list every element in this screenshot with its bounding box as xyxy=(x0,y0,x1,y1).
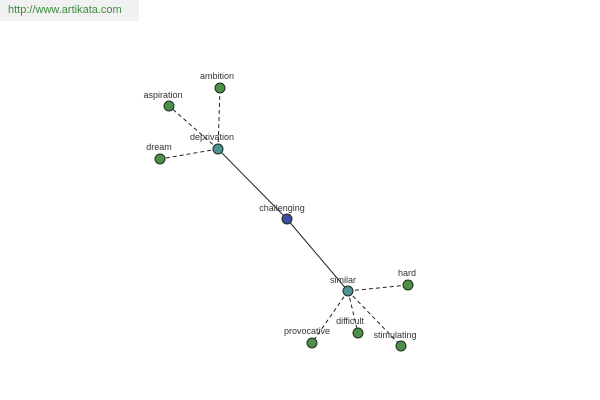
node-ambition[interactable]: ambition xyxy=(200,71,234,94)
node-label-difficult[interactable]: difficult xyxy=(336,316,364,326)
node-similar[interactable]: similar xyxy=(330,275,356,297)
node-marker-ambition[interactable] xyxy=(214,82,226,94)
node-label-aspiration[interactable]: aspiration xyxy=(143,90,182,100)
edge-similar-stimulating xyxy=(347,290,402,347)
node-marker-hard[interactable] xyxy=(402,279,414,291)
node-hard[interactable]: hard xyxy=(398,268,416,291)
node-marker-aspiration[interactable] xyxy=(163,100,175,112)
node-provocative[interactable]: provocative xyxy=(284,326,330,349)
node-marker-deprivation[interactable] xyxy=(212,143,224,155)
node-marker-stimulating[interactable] xyxy=(395,340,407,352)
edge-deprivation-aspiration xyxy=(168,105,219,150)
edge-deprivation-dream xyxy=(159,148,219,160)
node-label-deprivation[interactable]: deprivation xyxy=(190,132,234,142)
node-marker-dream[interactable] xyxy=(154,153,166,165)
edge-similar-provocative xyxy=(311,290,349,344)
node-marker-provocative[interactable] xyxy=(306,337,318,349)
node-aspiration[interactable]: aspiration xyxy=(143,90,183,112)
node-difficult[interactable]: difficult xyxy=(336,316,364,339)
node-dream[interactable]: dream xyxy=(146,142,172,165)
node-label-ambition[interactable]: ambition xyxy=(200,71,234,81)
node-marker-similar[interactable] xyxy=(342,285,354,297)
node-label-provocative[interactable]: provocative xyxy=(284,326,330,336)
edges-layer xyxy=(159,87,409,347)
node-marker-challenging[interactable] xyxy=(281,213,293,225)
edge-similar-hard xyxy=(347,284,409,292)
node-label-stimulating[interactable]: stimulating xyxy=(373,330,416,340)
node-label-hard[interactable]: hard xyxy=(398,268,416,278)
nodes-layer: challenging deprivation similar ambition asp… xyxy=(143,71,417,352)
node-marker-difficult[interactable] xyxy=(352,327,364,339)
edge-challenging-similar xyxy=(286,218,349,292)
edge-deprivation-ambition xyxy=(217,87,221,150)
node-stimulating[interactable]: stimulating xyxy=(373,330,417,352)
node-challenging[interactable]: challenging xyxy=(259,203,305,225)
edge-similar-difficult xyxy=(347,290,359,334)
node-label-dream[interactable]: dream xyxy=(146,142,172,152)
edge-challenging-deprivation xyxy=(217,148,288,220)
node-deprivation[interactable]: deprivation xyxy=(190,132,234,155)
node-label-challenging[interactable]: challenging xyxy=(259,203,305,213)
node-label-similar[interactable]: similar xyxy=(330,275,356,285)
site-link[interactable]: http://www.artikata.com xyxy=(0,0,139,21)
